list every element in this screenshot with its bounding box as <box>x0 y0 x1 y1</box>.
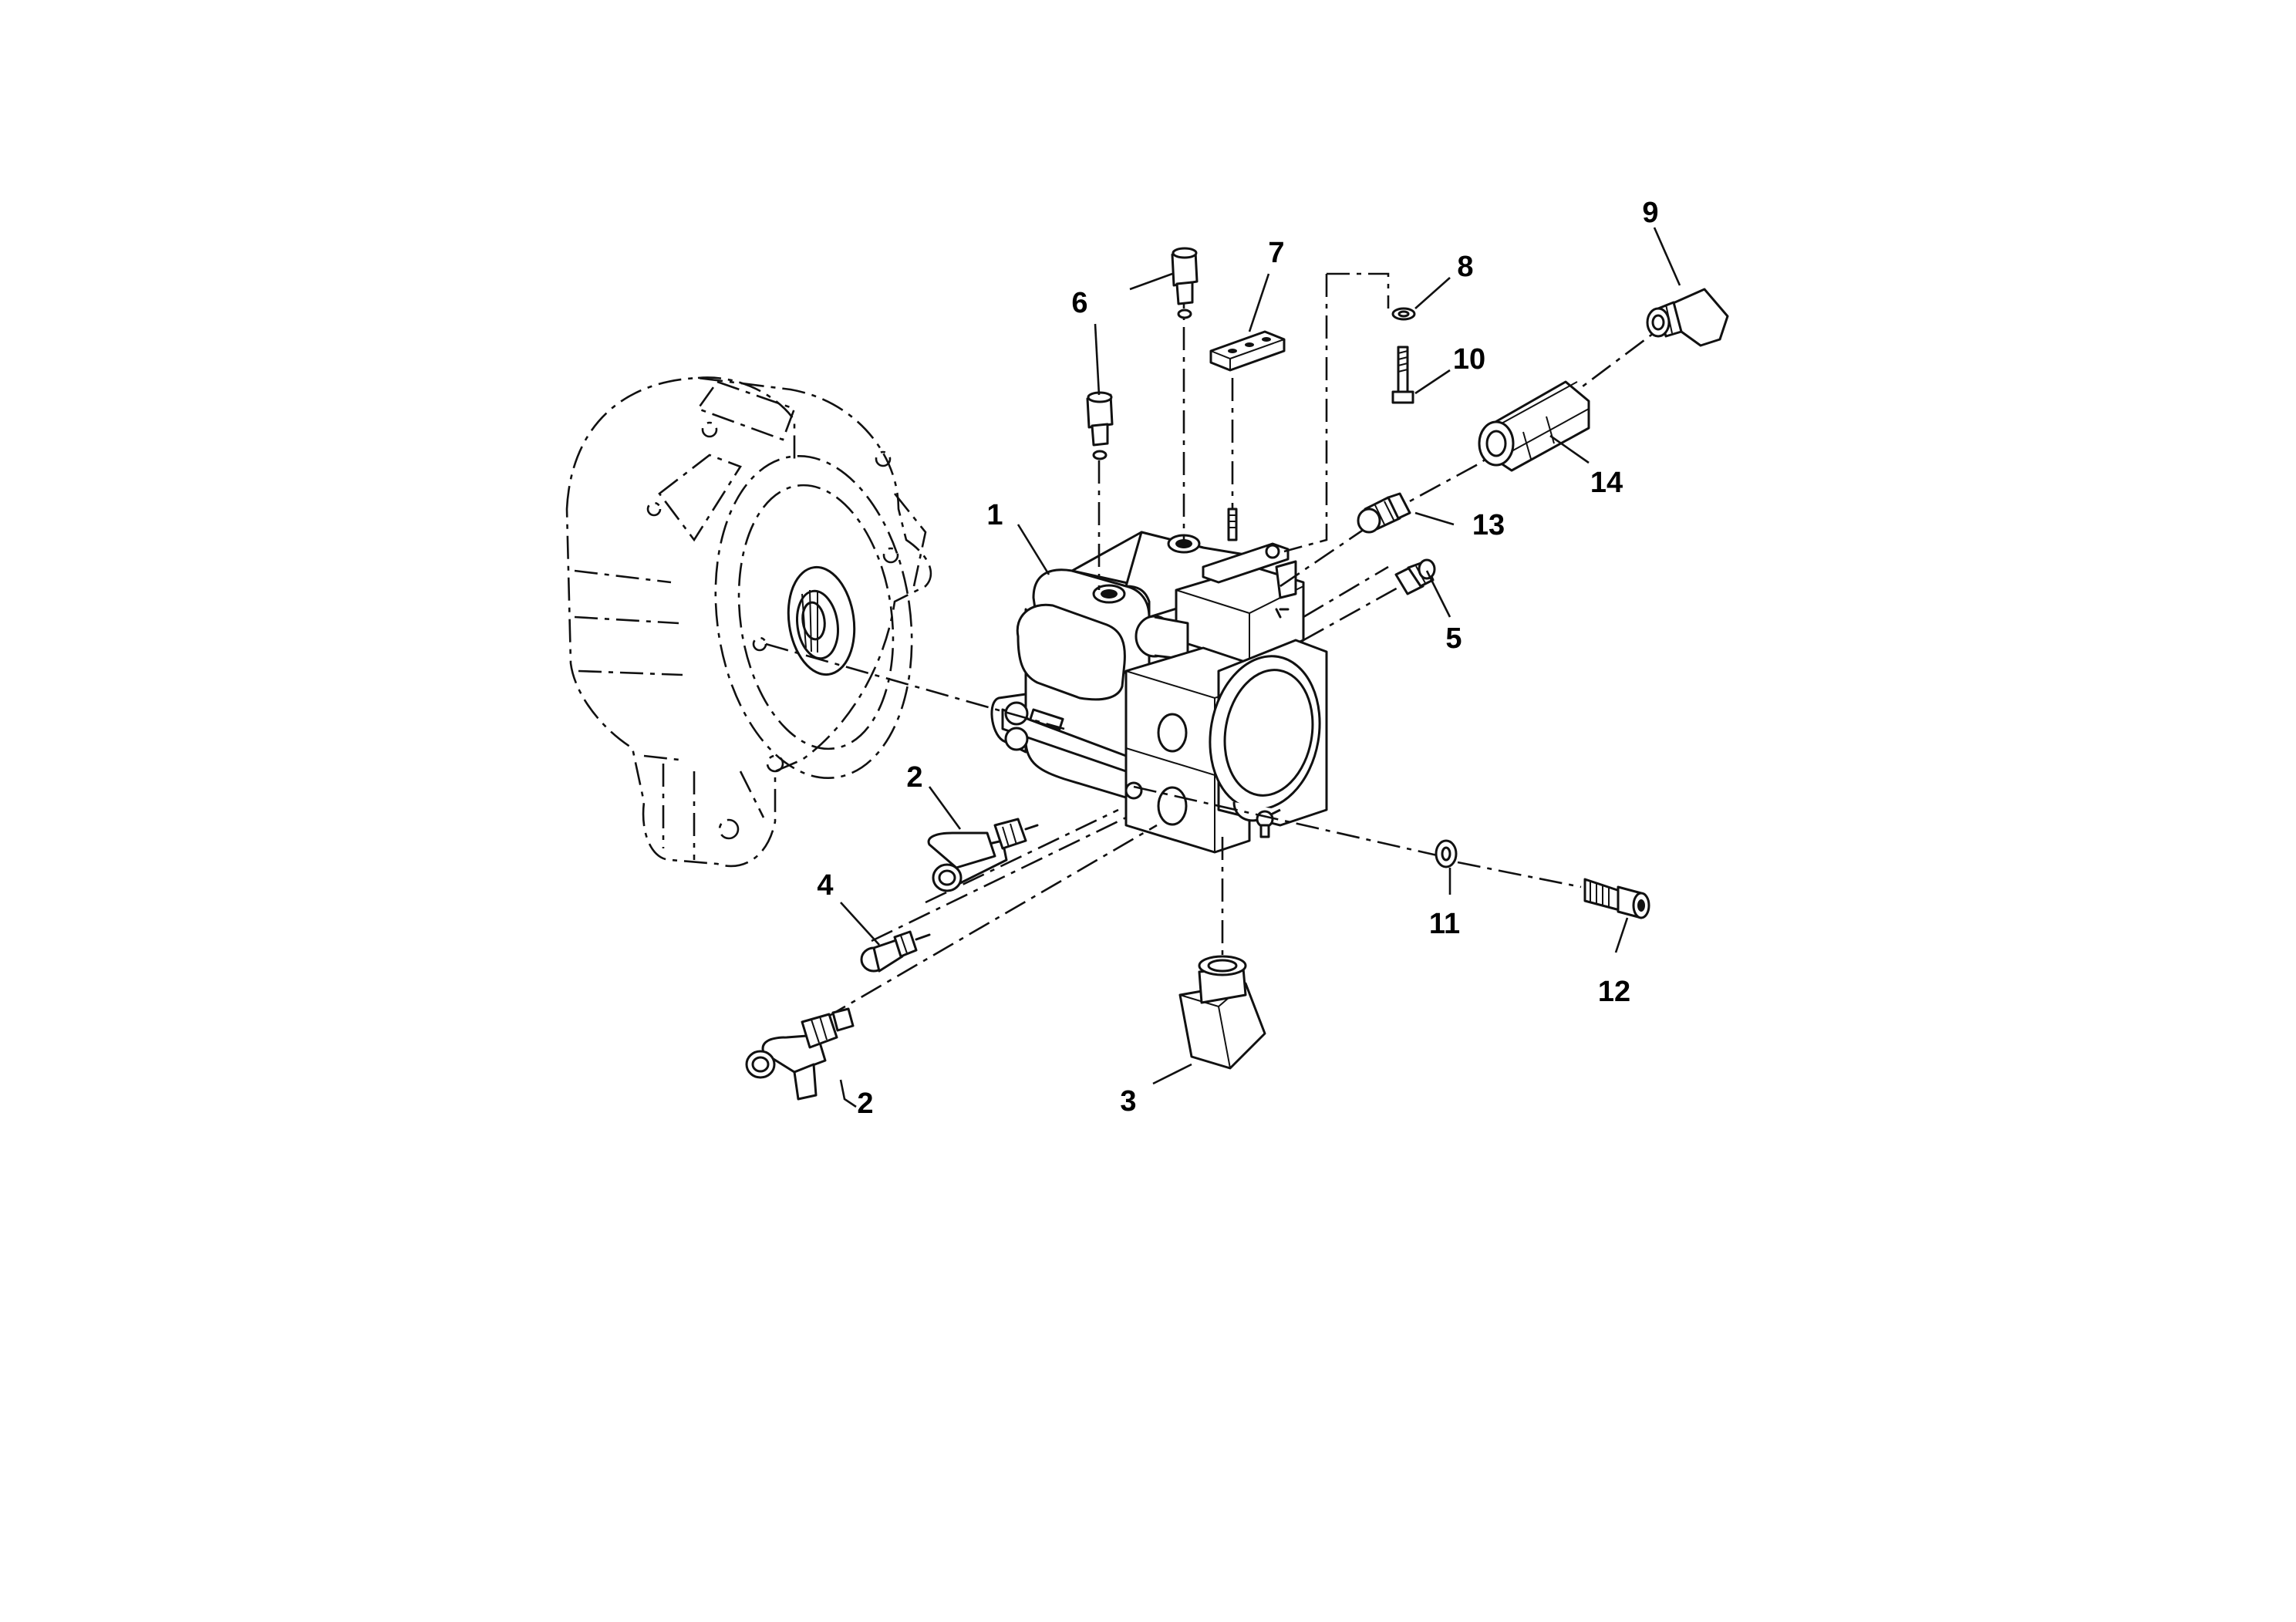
callout-11: 11 <box>1429 908 1460 940</box>
check-valve-14 <box>1478 380 1590 472</box>
callout-13: 13 <box>1472 509 1505 541</box>
callout-2-upper: 2 <box>906 761 922 794</box>
plug-5 <box>1394 558 1436 595</box>
callout-6: 6 <box>1071 287 1087 319</box>
callout-labels: 1 2 2 3 4 5 6 7 8 9 10 11 12 13 14 <box>817 197 1658 1120</box>
bolt-10 <box>1391 346 1414 404</box>
nipple-fitting-4 <box>860 930 931 973</box>
callout-14: 14 <box>1590 467 1623 499</box>
callout-3: 3 <box>1120 1085 1136 1118</box>
callout-10: 10 <box>1453 343 1485 376</box>
callout-9: 9 <box>1642 197 1658 229</box>
assembly-centerlines <box>765 272 1667 1020</box>
leader-lines <box>839 227 1681 1108</box>
elbow-fitting-2-upper <box>927 818 1039 892</box>
flywheel-housing <box>565 376 932 868</box>
washer-11 <box>1435 839 1458 868</box>
callout-2-lower: 2 <box>857 1088 873 1120</box>
callout-4: 4 <box>817 869 833 902</box>
callout-7: 7 <box>1268 237 1284 269</box>
callout-8: 8 <box>1457 251 1473 283</box>
nipple-13 <box>1357 492 1411 534</box>
plate-7 <box>1209 330 1286 541</box>
callout-1: 1 <box>986 499 1003 531</box>
callout-5: 5 <box>1445 622 1462 655</box>
elbow-fitting-2-lower <box>745 1007 855 1101</box>
angle-connector-9 <box>1646 288 1729 347</box>
elbow-fitting-3 <box>1178 955 1266 1070</box>
screw-12 <box>1583 878 1650 919</box>
fitting-6 <box>1086 247 1199 460</box>
washer-8 <box>1391 307 1416 321</box>
callout-12: 12 <box>1598 976 1630 1008</box>
hydraulic-pump-body <box>990 531 1328 854</box>
